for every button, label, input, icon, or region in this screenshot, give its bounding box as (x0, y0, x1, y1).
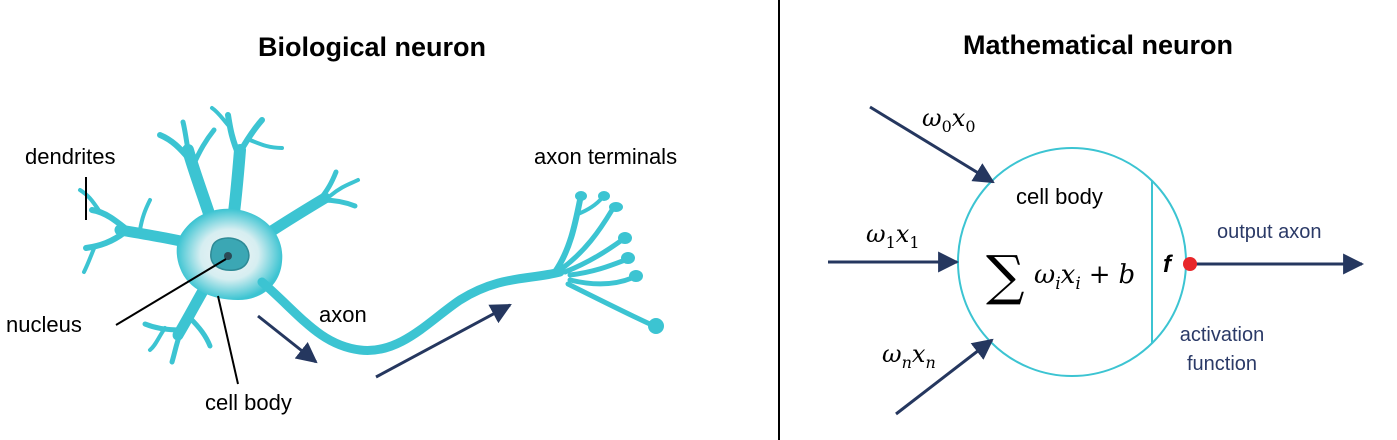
activation-symbol: f (1163, 251, 1173, 278)
mathematical-panel: Mathematical neuron ω0x0 ω1x1 ωnxn cell … (828, 30, 1365, 416)
sum-expression: ωixi+b (1034, 260, 1135, 294)
signal-arrow-1 (257, 314, 318, 364)
label-cell-body: cell body (205, 390, 292, 415)
label-axon: axon (319, 302, 367, 327)
activation-label-line1: activation (1180, 324, 1265, 346)
input-arrow-n (895, 338, 994, 416)
mathematical-title: Mathematical neuron (963, 30, 1233, 60)
input-label-n: ωnxn (882, 340, 936, 372)
biological-panel: Biological neuron (6, 32, 677, 415)
signal-arrow-2 (375, 303, 512, 379)
sum-sigma: ∑ (986, 244, 1025, 307)
input-arrow-0 (869, 105, 995, 184)
terminal-buttons (575, 191, 664, 334)
leader-nucleus (115, 258, 227, 326)
label-dendrites: dendrites (25, 144, 116, 169)
activation-dot (1183, 257, 1197, 271)
nucleolus-dot (224, 252, 232, 260)
label-axon-terminals: axon terminals (534, 144, 677, 169)
input-label-1: ω1x1 (866, 220, 920, 252)
output-axon-label: output axon (1217, 221, 1322, 243)
activation-label-line2: function (1187, 353, 1257, 375)
leader-cell-body (217, 295, 239, 385)
label-nucleus: nucleus (6, 312, 82, 337)
math-cell-body-label: cell body (1016, 184, 1103, 209)
axon-shape (257, 267, 565, 355)
biological-title: Biological neuron (258, 32, 486, 62)
input-label-0: ω0x0 (922, 104, 976, 136)
biological-neuron-illustration (78, 106, 664, 365)
axon-terminals-shape (552, 196, 655, 328)
